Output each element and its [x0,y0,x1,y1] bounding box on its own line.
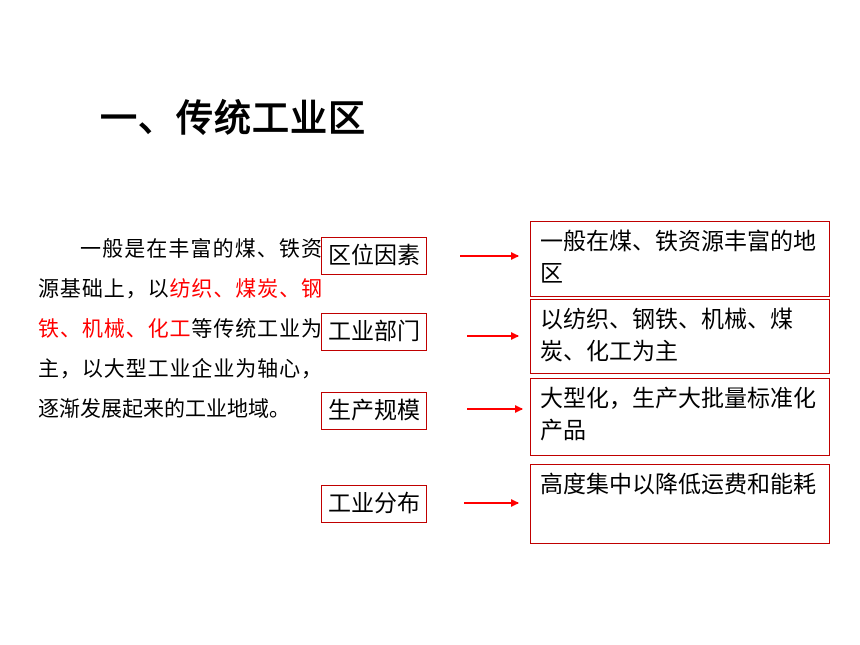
description-box-location-factor: 一般在煤、铁资源丰富的地区 [530,221,830,297]
label-box-industry-distribution: 工业分布 [321,485,427,523]
description-box-industry-distribution: 高度集中以降低运费和能耗 [530,464,830,544]
definition-paragraph: 一般是在丰富的煤、铁资源基础上，以纺织、煤炭、钢铁、机械、化工等传统工业为主，以… [38,229,322,429]
description-box-industry-sector: 以纺织、钢铁、机械、煤炭、化工为主 [530,299,830,374]
paragraph-text-2: 等传统工业为主，以大型工业企业为轴心，逐渐发展起来的工业地域。 [38,317,323,421]
label-box-location-factor: 区位因素 [321,237,427,275]
description-box-production-scale: 大型化，生产大批量标准化产品 [530,378,830,456]
paragraph-text-1: 一般是在丰富的煤、铁资源基础上，以 [38,237,322,301]
page-title: 一、传统工业区 [100,97,366,140]
label-box-industry-sector: 工业部门 [321,313,427,351]
paragraph-highlight: 纺织、煤炭、钢铁、机械、化工 [38,277,322,341]
label-box-production-scale: 生产规模 [321,392,427,430]
